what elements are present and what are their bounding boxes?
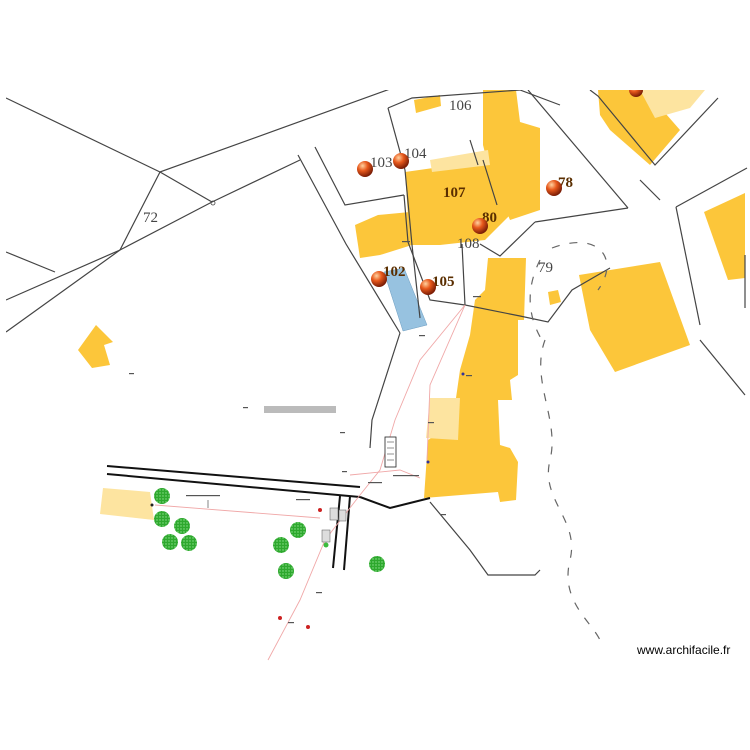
location-marker[interactable] [393,153,409,169]
location-marker[interactable] [546,180,562,196]
tree[interactable] [154,488,170,504]
dashed-paths [529,242,608,641]
tree[interactable] [273,537,289,553]
buildings-layer [78,90,745,520]
parcel-number-104: 104 [404,146,427,162]
parking-symbol [384,436,397,468]
tree[interactable] [278,563,294,579]
location-marker[interactable] [357,161,373,177]
tree[interactable] [181,535,197,551]
tiny-annotations [129,241,481,624]
parcel-number-79: 79 [538,260,553,276]
tree[interactable] [290,522,306,538]
parcel-number-103: 103 [370,155,393,171]
location-marker[interactable] [371,271,387,287]
tree[interactable] [154,511,170,527]
site-details [150,200,465,629]
location-marker[interactable] [472,218,488,234]
swimming-pool[interactable] [383,267,428,332]
tree[interactable] [174,518,190,534]
parcel-number-107: 107 [443,185,466,201]
parcel-number-105: 105 [432,274,455,290]
markers-layer [357,83,643,295]
trees-layer [154,488,385,579]
building[interactable] [405,160,510,245]
building[interactable] [100,488,154,520]
location-marker[interactable] [420,279,436,295]
building[interactable] [414,95,441,113]
annotation-box [264,406,336,413]
tree[interactable] [162,534,178,550]
building[interactable] [579,262,690,372]
building[interactable] [640,90,705,118]
road-lines [106,465,431,571]
building[interactable] [78,325,113,368]
parcel-number-72: 72 [143,210,158,226]
parcel-number-106: 106 [449,98,472,114]
parcel-number-102: 102 [383,264,406,280]
parcel-lines [5,79,748,576]
watermark-text: www.archifacile.fr [637,643,731,657]
building[interactable] [355,212,412,258]
parcel-number-108: 108 [457,236,480,252]
building[interactable] [426,398,460,440]
tree[interactable] [369,556,385,572]
parcel-numbers: 72 79 106 103 104 107 78 80 108 102 105 [143,98,573,290]
building[interactable] [704,193,745,280]
building[interactable] [548,290,561,305]
building[interactable] [424,258,526,502]
